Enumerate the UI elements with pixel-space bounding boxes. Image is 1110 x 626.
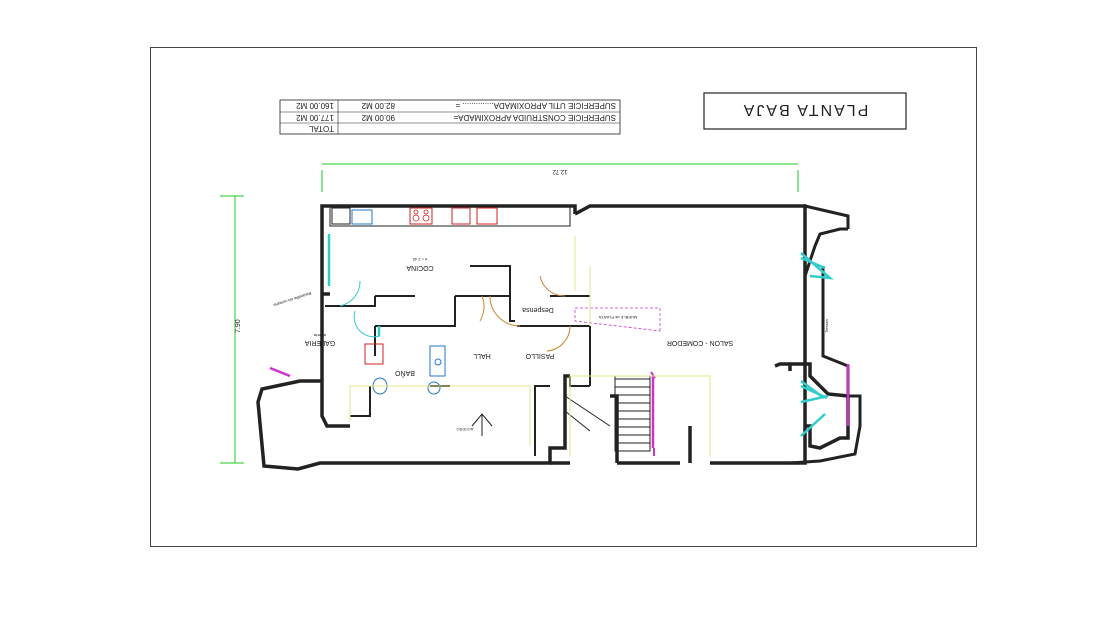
surface-built-value: 90.00 M2 bbox=[361, 113, 395, 122]
furniture-outline bbox=[574, 307, 661, 332]
width-label: 12.72 bbox=[552, 168, 568, 174]
surface-util-total: 160.00 M2 bbox=[296, 101, 334, 110]
terrace-walls bbox=[789, 204, 862, 465]
surfaces-table: SUPERFICIE UTIL APROXIMADA..............… bbox=[279, 99, 621, 135]
annotation-mueble: MUEBLE de PLANTA bbox=[598, 315, 637, 320]
surface-built-label: SUPERFICIE CONSTRUIDA APROXIMADA= bbox=[453, 113, 616, 122]
fridge-icon bbox=[476, 207, 498, 225]
annotation-area: h = 2.45 bbox=[412, 257, 427, 262]
sink-icon bbox=[351, 209, 373, 225]
kitchen-counter bbox=[329, 205, 571, 227]
label-terraza: Terraza bbox=[824, 319, 829, 333]
surface-util-value: 82.00 M2 bbox=[361, 101, 395, 110]
surface-util-label: SUPERFICIE UTIL APROXIMADA..............… bbox=[455, 101, 616, 110]
magenta-accents bbox=[269, 364, 850, 448]
label-bano: BAÑO bbox=[395, 369, 415, 378]
windows bbox=[327, 234, 834, 437]
guide-lines bbox=[349, 236, 711, 456]
shower-icon bbox=[429, 345, 446, 377]
height-label: 7.90 bbox=[235, 319, 242, 333]
height-dimension: 7.90 bbox=[220, 195, 244, 464]
label-hall: HALL bbox=[473, 352, 491, 359]
drawing-frame bbox=[150, 47, 977, 547]
label-despensa: Despensa bbox=[522, 306, 554, 313]
label-cocina: COCINA bbox=[406, 264, 434, 271]
annotation-acceso: ACCESO bbox=[457, 427, 474, 432]
label-salon: SALON - COMEDOR bbox=[667, 339, 734, 346]
stove-icon bbox=[409, 207, 433, 225]
surface-total-label: TOTAL bbox=[308, 124, 334, 133]
washer-icon bbox=[364, 343, 384, 365]
door-arcs-blue bbox=[339, 280, 381, 338]
annotation-ventana: Barandilla sin ventana bbox=[272, 291, 312, 308]
surface-built-total: 177.00 M2 bbox=[296, 113, 334, 122]
oven-icon bbox=[451, 207, 471, 225]
label-pasillo: PASILLO bbox=[525, 352, 554, 359]
label-galeria: GALERIA bbox=[305, 339, 336, 346]
title-box bbox=[703, 92, 907, 130]
label-galeria-sub: abierta bbox=[313, 333, 326, 338]
door-arcs bbox=[479, 275, 571, 352]
walls bbox=[256, 204, 850, 471]
sink-bath-icon bbox=[427, 381, 441, 395]
stairs bbox=[564, 371, 656, 456]
width-dimension: 12.72 bbox=[321, 163, 799, 192]
plan-title: PLANTA BAJA bbox=[742, 101, 869, 118]
entrance-arrow-icon bbox=[471, 413, 493, 436]
